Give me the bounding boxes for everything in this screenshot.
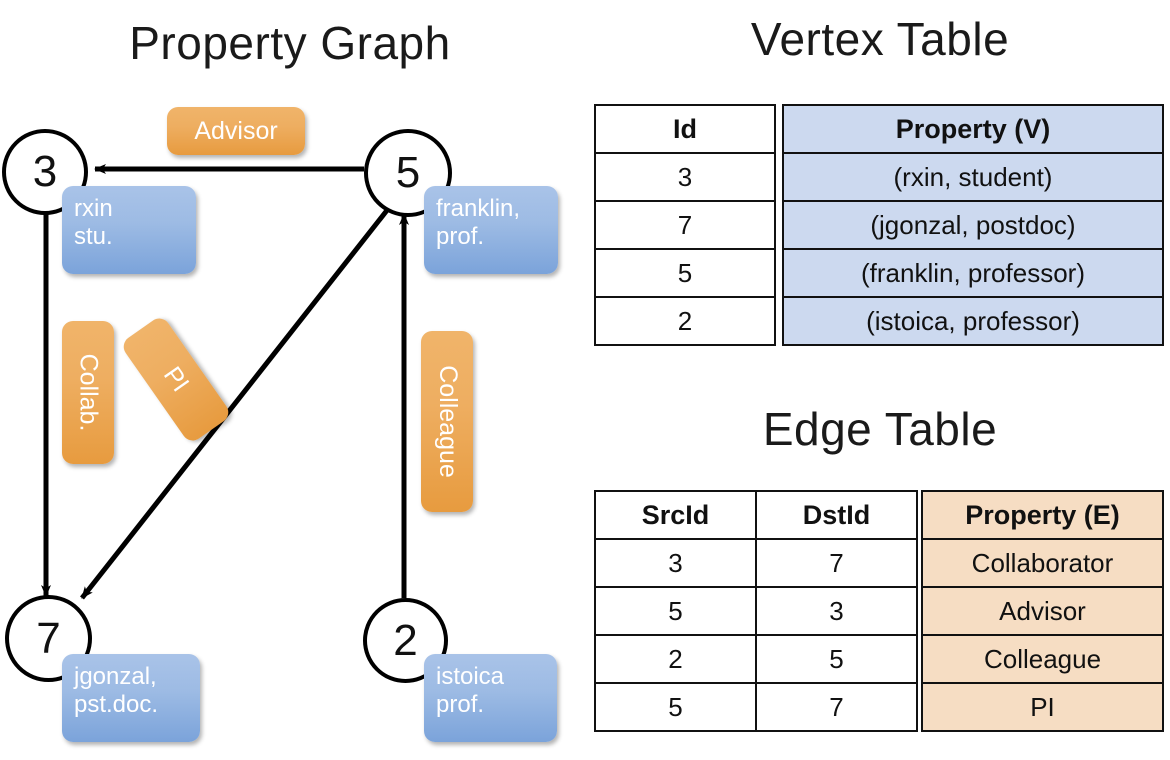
table-row[interactable]: 3 [594,152,776,202]
edge-src-cell: 5 [594,682,757,732]
graph-edge-label-advisor-text: Advisor [194,116,278,145]
table-row[interactable]: (franklin, professor) [782,248,1164,298]
edge-dst-cell: 7 [755,682,918,732]
table-row[interactable]: (rxin, student) [782,152,1164,202]
vertex-id-cell: 2 [594,296,776,346]
graph-edge-label-pi-text: PI [158,361,195,397]
graph-node-2-property-box[interactable]: istoica prof. [424,654,557,742]
edge-property-cell: Colleague [921,634,1164,684]
table-row[interactable]: PI [921,682,1164,732]
page-title-property-graph: Property Graph [129,17,451,69]
table-row[interactable]: (jgonzal, postdoc) [782,200,1164,250]
graph-node-3-property-line1: rxin [74,195,113,222]
vertex-table-id-column: Id 3 7 5 2 [594,104,776,346]
table-row[interactable]: 5 7 [594,682,918,732]
table-row[interactable]: 2 5 [594,634,918,684]
graph-node-5-property-box[interactable]: franklin, prof. [424,186,558,274]
table-row[interactable]: 3 7 [594,538,918,588]
edge-property-cell: Collaborator [921,538,1164,588]
vertex-table-property-column: Property (V) (rxin, student) (jgonzal, p… [782,104,1164,346]
graph-node-2-property-line1: istoica [436,663,505,690]
table-row[interactable]: 2 [594,296,776,346]
edge-dst-cell: 5 [755,634,918,684]
table-header-row: Property (E) [921,490,1164,540]
table-header-row: SrcId DstId [594,490,918,540]
section-title-vertex-table: Vertex Table [750,13,1010,65]
graph-edge-label-advisor[interactable]: Advisor [167,107,305,155]
edge-dst-cell: 3 [755,586,918,636]
graph-node-5-property-line2: prof. [436,223,485,251]
graph-node-5-label: 5 [395,148,421,197]
edge-src-cell: 2 [594,634,757,684]
edge-property-cell: PI [921,682,1164,732]
table-row[interactable]: 5 3 [594,586,918,636]
graph-node-3-property-box[interactable]: rxin stu. [62,186,196,274]
edge-dst-cell: 7 [755,538,918,588]
table-row[interactable]: Advisor [921,586,1164,636]
vertex-id-cell: 7 [594,200,776,250]
vertex-property-cell: (rxin, student) [782,152,1164,202]
edge-table-property-column: Property (E) Collaborator Advisor Collea… [921,490,1164,732]
edge-src-cell: 3 [594,538,757,588]
vertex-table-header-property: Property (V) [782,104,1164,154]
graph-edge-label-colleague-text: Colleague [433,365,462,478]
vertex-id-cell: 3 [594,152,776,202]
vertex-id-cell: 5 [594,248,776,298]
table-row[interactable]: 7 [594,200,776,250]
graph-node-7-property-box[interactable]: jgonzal, pst.doc. [62,654,200,742]
vertex-property-cell: (jgonzal, postdoc) [782,200,1164,250]
graph-edges-svg [41,164,409,600]
graph-node-3-property-line2: stu. [74,223,113,251]
edge-table-header-dstid: DstId [755,490,918,540]
graph-node-7-property-line2: pst.doc. [74,691,159,719]
graph-node-3-label: 3 [32,147,58,196]
edge-table-header-srcid: SrcId [594,490,757,540]
graph-edge-label-collab[interactable]: Collab. [62,321,114,464]
edge-table-src-dst-columns: SrcId DstId 3 7 5 3 2 5 5 7 [594,490,918,732]
edge-property-cell: Advisor [921,586,1164,636]
vertex-property-cell: (istoica, professor) [782,296,1164,346]
table-row[interactable]: (istoica, professor) [782,296,1164,346]
graph-edge-label-collab-text: Collab. [74,353,103,432]
vertex-table-header-id: Id [594,104,776,154]
vertex-property-cell: (franklin, professor) [782,248,1164,298]
graph-node-7-property-line1: jgonzal, [74,663,157,690]
section-title-edge-table: Edge Table [762,403,998,455]
table-header-row: Property (V) [782,104,1164,154]
graph-edge-label-colleague[interactable]: Colleague [421,331,473,512]
table-row[interactable]: Collaborator [921,538,1164,588]
graph-node-2-label: 2 [393,615,418,665]
graph-node-2-property-line2: prof. [436,691,485,719]
edge-table-header-property: Property (E) [921,490,1164,540]
table-row[interactable]: 5 [594,248,776,298]
property-graph-canvas: 3 5 7 2 rxin stu. franklin, prof. jgonza… [2,107,558,742]
table-row[interactable]: Colleague [921,634,1164,684]
graph-node-7-label: 7 [36,613,61,663]
edge-src-cell: 5 [594,586,757,636]
graph-node-2[interactable]: 2 [363,598,448,683]
table-header-row: Id [594,104,776,154]
graph-edge-5-to-7 [80,207,390,600]
graph-node-5-property-line1: franklin, [436,195,521,222]
